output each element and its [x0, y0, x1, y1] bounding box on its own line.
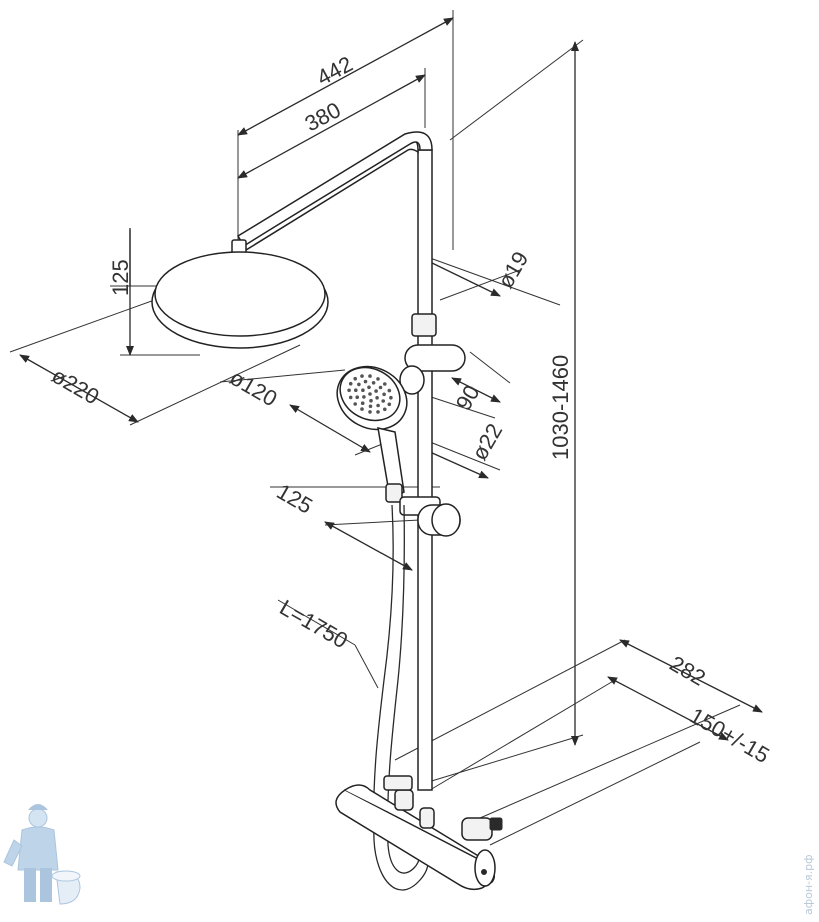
dim-125-hand: 125	[273, 479, 317, 519]
dim-125-head: 125	[108, 259, 133, 296]
nozzle-dot	[387, 388, 392, 393]
dimension-lines	[9, 10, 763, 846]
nozzle-dot	[376, 403, 380, 408]
nozzle-dot	[361, 388, 365, 393]
nozzle-dot	[360, 401, 365, 406]
nozzle-dot	[362, 395, 366, 399]
thermostatic-mixer	[335, 775, 503, 891]
nozzle-dot	[348, 395, 353, 400]
dim-1030-1460: 1030-1460	[548, 355, 573, 460]
nozzle-dot	[353, 402, 358, 406]
nozzle-dot	[389, 395, 393, 400]
dim-380: 380	[301, 97, 345, 136]
nozzle-dot	[368, 392, 372, 396]
nozzle-dot	[382, 392, 386, 397]
nozzle-dot	[360, 407, 364, 411]
dim-120: ø120	[226, 365, 282, 412]
nozzle-dot	[383, 382, 387, 386]
nozzle-dot	[381, 399, 386, 403]
dim-22: ø22	[467, 419, 508, 464]
plumber-mascot-icon	[3, 804, 81, 905]
nozzle-dot	[355, 395, 360, 400]
shower-assembly	[151, 131, 503, 891]
hose-length: L=1750	[276, 595, 353, 654]
nozzle-dot	[367, 385, 371, 390]
nozzle-dot	[368, 410, 372, 414]
dim-442: 442	[313, 51, 357, 90]
nozzle-dot	[369, 398, 373, 403]
nozzle-dot	[378, 385, 383, 390]
nozzle-dot	[360, 374, 364, 378]
nozzle-dot	[353, 376, 358, 381]
nozzle-dot	[354, 388, 358, 393]
dim-220: ø220	[48, 363, 104, 410]
nozzle-dot	[375, 396, 379, 400]
nozzle-dot	[387, 402, 392, 407]
dimension-labels: 442 380 125 ø220 ø120 ø19 90 ø22 125 L=1…	[48, 51, 774, 768]
nozzle-dot	[368, 404, 373, 409]
dim-150-15: 150+/-15	[686, 703, 774, 768]
dim-90: 90	[451, 381, 485, 415]
nozzle-dot	[368, 374, 372, 378]
nozzle-dot	[371, 381, 376, 385]
nozzle-dot	[374, 389, 378, 393]
dim-19: ø19	[493, 247, 534, 292]
nozzle-dot	[383, 407, 387, 412]
nozzle-dot	[347, 388, 351, 393]
nozzle-dot	[357, 382, 361, 387]
hand-shower	[336, 365, 408, 503]
nozzle-dot	[376, 377, 380, 381]
nozzle-dot	[348, 381, 353, 386]
site-watermark: афон-я.рф	[802, 854, 815, 915]
dim-282: 282	[666, 651, 710, 691]
nozzle-dot	[363, 379, 368, 384]
nozzle-dot	[376, 410, 380, 414]
